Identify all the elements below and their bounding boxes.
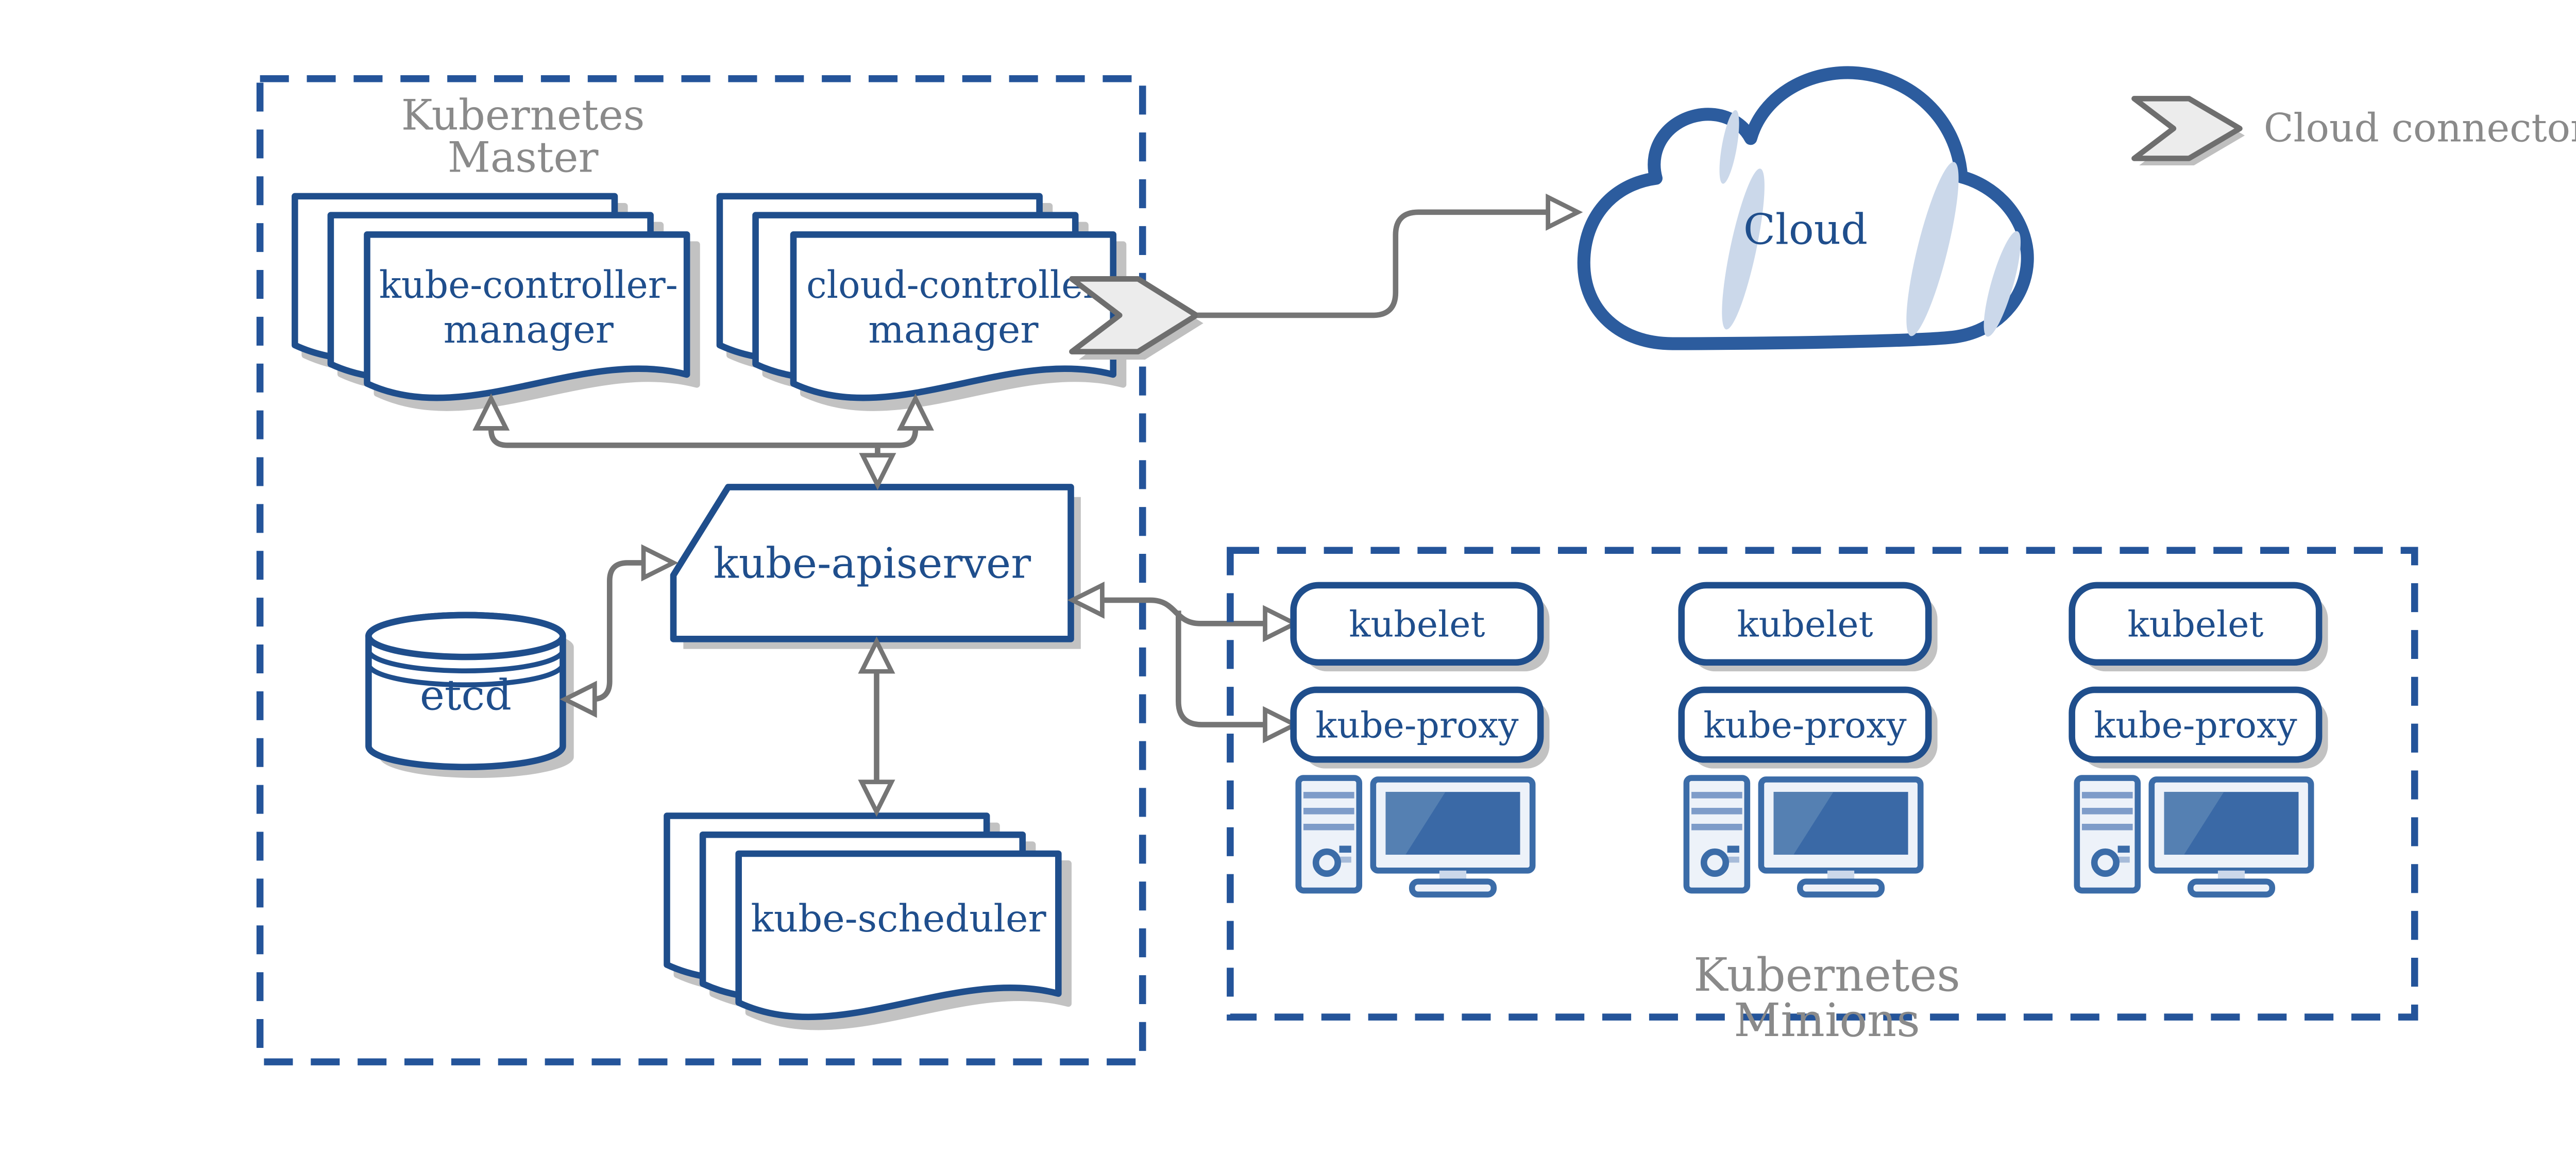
- kubelet-label: kubelet: [1349, 603, 1485, 645]
- master-dashed-border: [256, 75, 1146, 1065]
- kube-apiserver-node: kube-apiserver: [670, 484, 1081, 649]
- cloud-controller-manager-label-line2: manager: [868, 308, 1039, 352]
- controller-managers-to-apiserver-connector: [472, 393, 934, 490]
- master-title-line2: Master: [448, 134, 599, 182]
- arrowhead-left-icon: [560, 681, 597, 718]
- desktop-computer-icon: [2077, 778, 2311, 894]
- kube-proxy-label: kube-proxy: [2094, 705, 2297, 747]
- arrowhead-right-icon: [1263, 605, 1300, 642]
- etcd-label: etcd: [420, 672, 512, 720]
- kubernetes-architecture-diagram: Kubernetes Master kube-controller- manag…: [256, 66, 2576, 1065]
- kubernetes-minions-group: kubelet kube-proxy kubelet kube-proxy ku…: [1227, 547, 2418, 1047]
- kube-scheduler-node: kube-scheduler: [667, 816, 1068, 1027]
- apiserver-etcd-connector: [560, 544, 679, 718]
- kube-controller-manager-label-line2: manager: [444, 308, 614, 352]
- cloud-connector: [1069, 193, 1583, 360]
- kube-controller-manager-label-line1: kube-controller-: [379, 263, 678, 307]
- cloud-highlight: [1984, 231, 2021, 337]
- kube-scheduler-label: kube-scheduler: [751, 897, 1046, 941]
- minion-node-1: kubelet kube-proxy: [1290, 582, 1550, 894]
- kube-apiserver-label: kube-apiserver: [714, 539, 1031, 588]
- apiserver-minions-connector: [1067, 581, 1300, 743]
- apiserver-scheduler-connector: [858, 636, 895, 817]
- arrowhead-left-icon: [1067, 581, 1105, 619]
- chevron-arrow-icon: [1069, 276, 1199, 354]
- kubernetes-master-group: Kubernetes Master kube-controller- manag…: [256, 75, 1146, 1065]
- chevron-arrow-icon: [2131, 96, 2243, 161]
- kube-controller-manager-node: kube-controller- manager: [295, 196, 697, 408]
- desktop-computer-icon: [1686, 778, 1920, 894]
- arrowhead-up-icon: [472, 393, 510, 431]
- cloud-highlight: [1719, 110, 1739, 184]
- cloud-controller-manager-label-line1: cloud-controller: [806, 263, 1100, 307]
- legend-label: Cloud connector: [2264, 106, 2576, 151]
- arrowhead-right-icon: [1263, 706, 1300, 743]
- arrowhead-down-icon: [858, 779, 895, 817]
- master-title-line1: Kubernetes: [401, 91, 645, 140]
- minion-node-2: kubelet kube-proxy: [1678, 582, 1938, 894]
- arrowhead-up-icon: [858, 636, 895, 674]
- kube-proxy-label: kube-proxy: [1703, 705, 1907, 747]
- minion-node-3: kubelet kube-proxy: [2069, 582, 2328, 894]
- cloud-highlight: [1906, 162, 1959, 336]
- legend: Cloud connector: [2131, 96, 2576, 165]
- cloud-controller-manager-node: cloud-controller manager: [720, 196, 1123, 408]
- cloud-label: Cloud: [1743, 206, 1868, 255]
- arrowhead-right-icon: [641, 544, 679, 582]
- minions-dashed-border: [1227, 547, 2418, 1021]
- desktop-computer-icon: [1298, 778, 1532, 894]
- kubelet-label: kubelet: [1737, 603, 1873, 645]
- minions-title-line2: Minions: [1734, 993, 1920, 1047]
- kube-proxy-label: kube-proxy: [1315, 705, 1519, 747]
- kubelet-label: kubelet: [2127, 603, 2263, 645]
- minions-title-line1: Kubernetes: [1693, 948, 1960, 1002]
- arrowhead-up-icon: [896, 393, 934, 431]
- cloud-node: Cloud: [1577, 66, 2034, 350]
- arrowhead-right-icon: [1546, 193, 1583, 231]
- cloud-highlight: [1722, 168, 1765, 330]
- arrowhead-down-icon: [859, 453, 896, 490]
- etcd-node: etcd: [365, 612, 574, 778]
